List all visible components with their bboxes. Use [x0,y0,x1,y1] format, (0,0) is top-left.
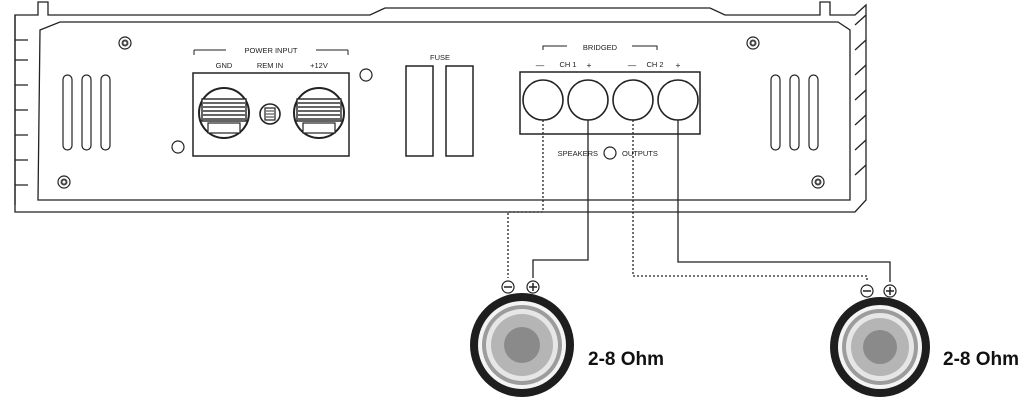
chassis-screws [57,36,825,189]
ch2-plus-label: + [676,60,681,70]
speaker-cone-icon [470,293,574,397]
screw-icon [746,36,760,50]
power-input-title: POWER INPUT [245,46,298,55]
ch1-label: CH 1 [559,60,576,69]
plus12v-label: +12V [310,61,328,70]
screw-icon [118,36,132,50]
screw-icon [811,175,825,189]
speaker-wires [507,120,891,282]
speaker-2-impedance: 2-8 Ohm [943,349,1019,370]
ch1-plus-terminal-icon [567,79,609,121]
indicator-led [171,140,185,154]
fuse-icon [405,65,434,157]
bridged-label: BRIDGED [583,43,618,52]
wire-ch2-negative [632,120,868,282]
ch2-minus-terminal-icon [612,79,654,121]
speaker-1-impedance: 2-8 Ohm [588,349,664,370]
fuse-icon [445,65,474,157]
speaker-output-block: BRIDGED — CH 1 + — CH 2 + SPEAKERS OUTPU… [519,43,701,160]
negative-terminal-icon [501,280,515,294]
wire-ch1-positive [532,120,589,278]
wire-ch1-negative [507,120,544,278]
screw-icon [57,175,71,189]
rem-terminal-icon [259,103,281,125]
vent-slots-left [62,74,111,151]
fuse-label: FUSE [430,53,450,62]
ch2-plus-terminal-icon [657,79,699,121]
speaker-cone-icon [830,297,930,397]
speaker-2: 2-8 Ohm [830,284,1019,397]
vent-slots-right [770,74,819,151]
rem-in-label: REM IN [257,61,283,70]
power-input-block: POWER INPUT GND REM IN +12V [192,46,350,157]
gnd-label: GND [216,61,233,70]
fuse-block: FUSE [405,53,474,157]
plus12v-terminal-icon [293,87,345,139]
speakers-label: SPEAKERS [558,149,598,158]
outputs-label: OUTPUTS [622,149,658,158]
positive-terminal-icon [526,280,540,294]
positive-terminal-icon [883,284,897,298]
negative-terminal-icon [860,284,874,298]
ch1-minus-label: — [536,60,545,70]
ch1-minus-terminal-icon [522,79,564,121]
gnd-terminal-icon [198,87,250,139]
ch2-label: CH 2 [646,60,663,69]
amplifier-chassis [14,1,867,213]
speaker-1: 2-8 Ohm [470,280,664,397]
wire-ch2-positive [677,120,891,282]
output-indicator-led [603,146,617,160]
ch1-plus-label: + [587,60,592,70]
ch2-minus-label: — [628,60,637,70]
indicator-led [359,68,373,82]
